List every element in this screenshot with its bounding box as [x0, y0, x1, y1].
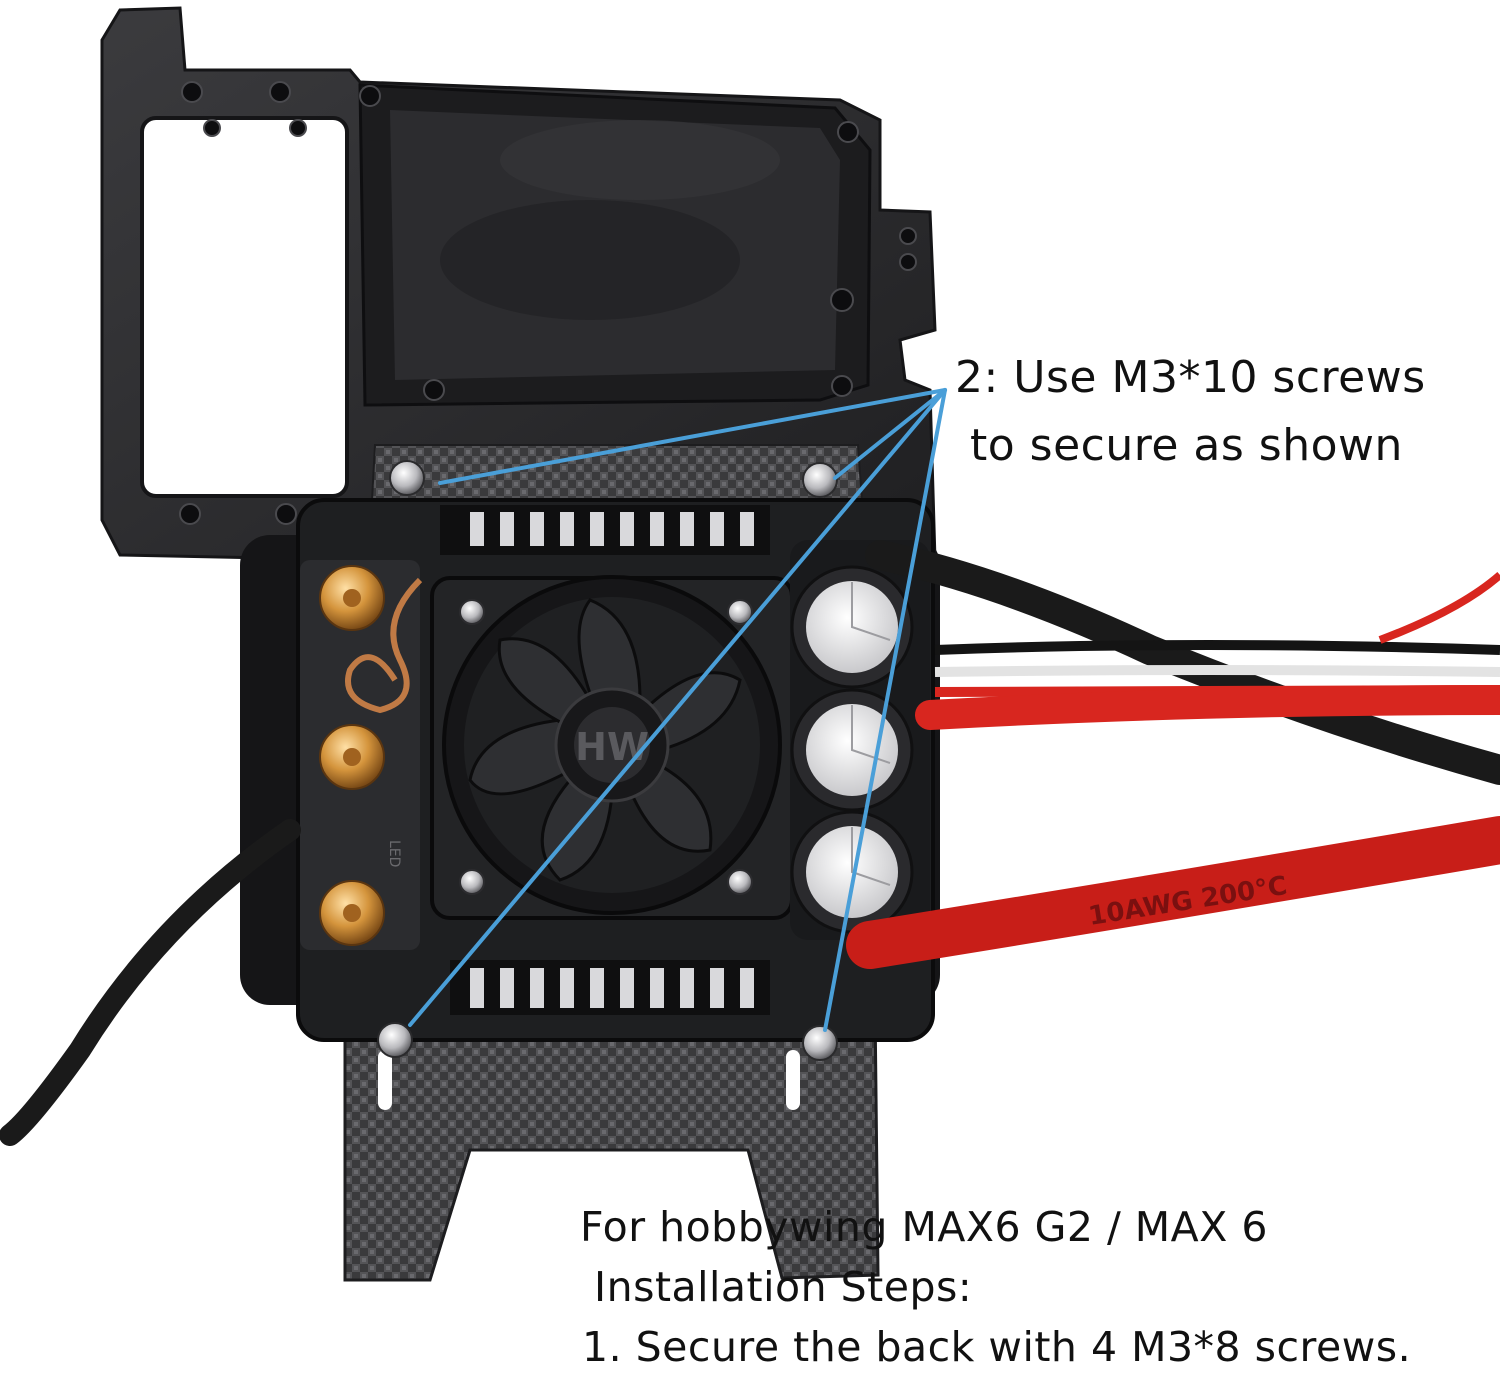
caption-subtitle: Installation Steps: — [594, 1263, 973, 1311]
callout-step2-line2: to secure as shown — [970, 420, 1403, 471]
carbon-fiber-plate — [343, 444, 880, 1282]
caption-title: For hobbywing MAX6 G2 / MAX 6 — [580, 1203, 1268, 1251]
bullet-connectors: LED — [319, 565, 423, 946]
callout-step2-line1: 2: Use M3*10 screws — [955, 352, 1426, 403]
plastic-frame — [100, 6, 937, 562]
fan-logo: HW — [575, 725, 649, 769]
callout-pointer-lines — [408, 388, 947, 1032]
caption-step1: 1. Secure the back with 4 M3*8 screws. — [582, 1323, 1412, 1371]
cooling-fan: HW — [430, 575, 794, 920]
led-label: LED — [386, 840, 402, 867]
capacitor-bank — [790, 540, 930, 940]
mount-screws — [377, 460, 838, 1061]
